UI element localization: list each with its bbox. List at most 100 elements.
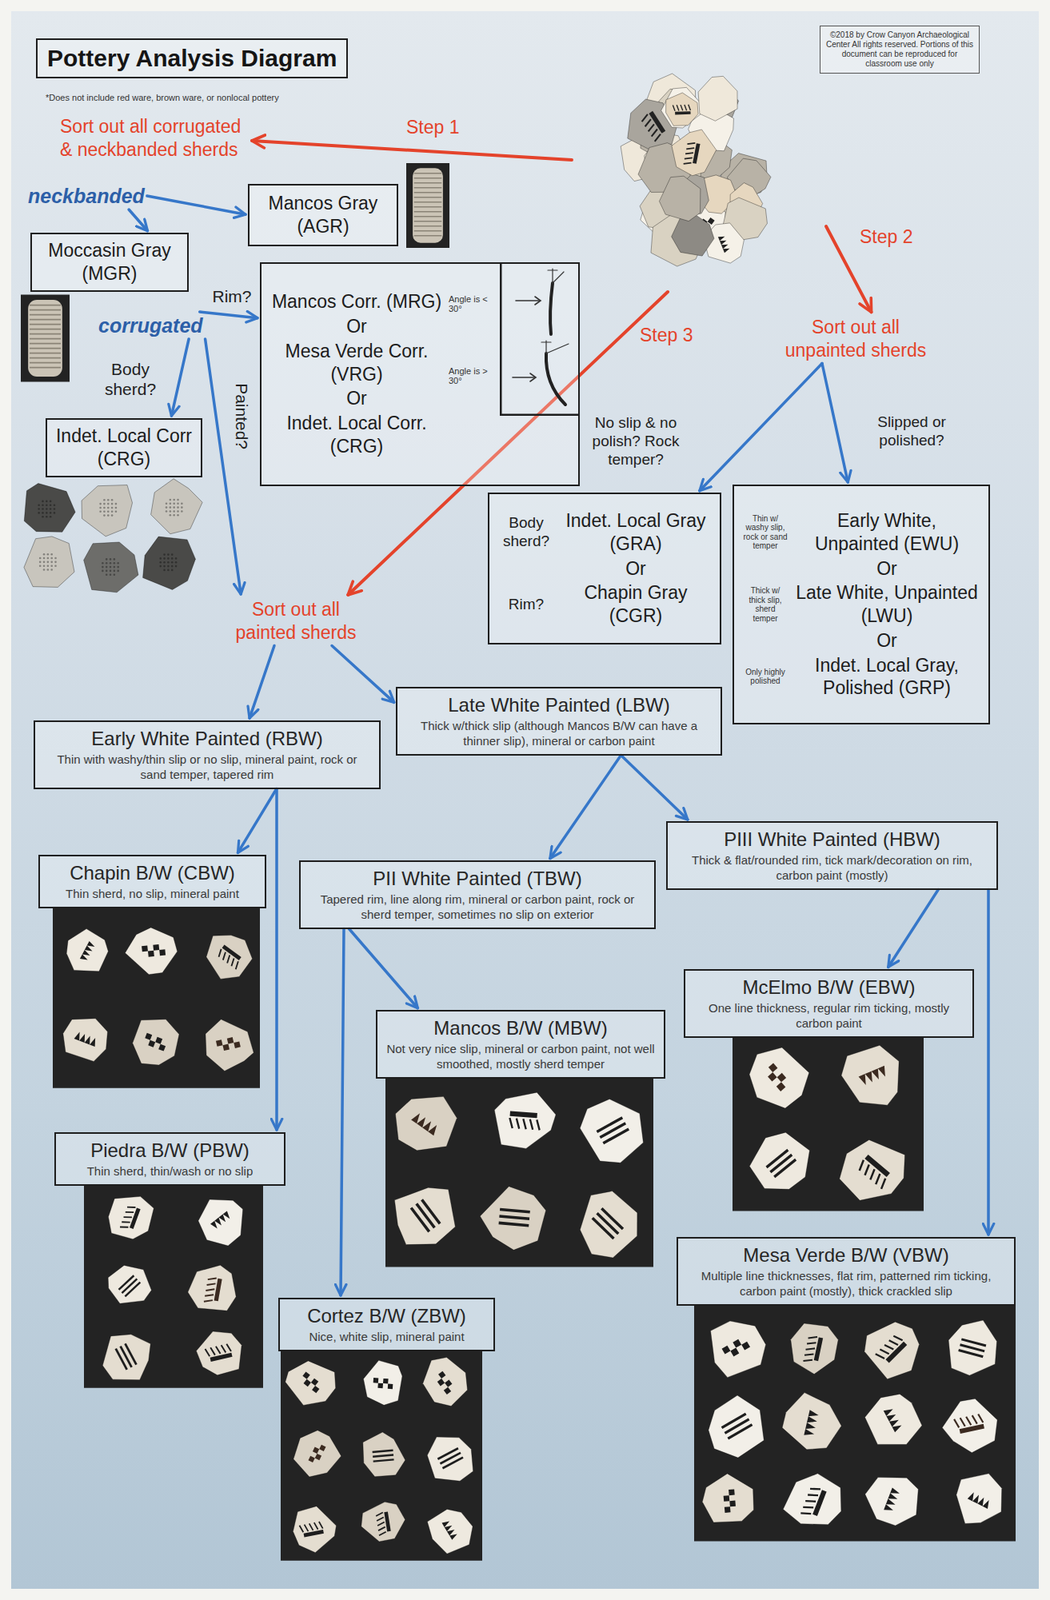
corrugation-dot — [165, 510, 168, 513]
sherd — [81, 485, 132, 537]
sherd-paint — [115, 1343, 137, 1370]
paint-check — [307, 1456, 315, 1463]
sherd-paint — [210, 1210, 232, 1230]
step-instruction: Sort out all unpainted sherds — [771, 314, 940, 364]
sketch-line — [550, 283, 553, 335]
sherd — [427, 1509, 473, 1554]
corrugation-dot — [37, 503, 40, 507]
flow-arrow — [550, 755, 622, 859]
corrugation-dot — [176, 506, 180, 509]
corrugation-dot — [53, 511, 56, 515]
sherd-photo — [385, 1078, 654, 1268]
ware-description: Nice, white slip, mineral paint — [286, 1329, 488, 1346]
sketch-line — [499, 263, 503, 416]
jar-band — [29, 362, 61, 364]
corrugation-dot — [99, 510, 102, 513]
paint-hatch — [640, 114, 663, 142]
corrugation-dot — [43, 557, 46, 560]
corrugation-dot — [37, 511, 40, 515]
ware-box: Mancos Gray (AGR) — [247, 183, 399, 247]
paint-check — [311, 1385, 320, 1394]
sherd — [479, 1186, 546, 1251]
paint-line — [372, 1450, 394, 1453]
corrugation-dot — [175, 565, 178, 568]
jar-band — [29, 323, 61, 326]
sherd — [285, 1361, 336, 1406]
sherd-paint — [437, 1448, 464, 1469]
jar-band — [414, 206, 443, 208]
sketch-line — [512, 376, 535, 379]
paint-check — [768, 1062, 779, 1073]
paint-check — [147, 1040, 156, 1048]
sherd — [710, 1321, 767, 1378]
sherd — [23, 483, 76, 533]
corrugation-dot — [169, 510, 172, 513]
paint-band — [510, 1111, 538, 1119]
jar-band — [414, 191, 443, 194]
corrugation-dot — [159, 561, 162, 564]
corrugation-dot — [169, 506, 172, 509]
paint-triangles — [411, 1111, 440, 1136]
paint-hatch — [119, 1205, 136, 1230]
sherd — [942, 1398, 998, 1454]
paint-check — [732, 1339, 742, 1349]
criteria-note: Only highly polished — [742, 667, 789, 687]
corrugation-dot — [172, 514, 176, 517]
corrugation-dot — [107, 514, 110, 517]
sherd — [363, 1360, 403, 1406]
paint-band — [814, 1337, 823, 1362]
paint-check — [373, 1377, 380, 1384]
corrugation-dot — [163, 569, 166, 572]
ware-type: Indet. Local Corr (CRG) — [53, 424, 195, 472]
paint-line — [766, 1149, 788, 1168]
paint-line — [727, 1425, 752, 1439]
corrugation-dot — [176, 510, 180, 513]
paint-line — [602, 1129, 629, 1144]
corrugation-dot — [167, 569, 170, 572]
corrugation-dot — [101, 566, 104, 569]
corrugation-dot — [49, 503, 52, 507]
sherd — [661, 87, 703, 128]
jar-band — [29, 357, 61, 360]
ware-box: Mancos B/W (MBW)Not very nice slip, mine… — [375, 1010, 666, 1079]
sherd-paint — [508, 1111, 541, 1131]
branch-label: neckbanded — [25, 182, 148, 210]
corrugation-dot — [49, 511, 52, 515]
sherd-paint — [442, 1519, 460, 1541]
sherd-paint — [883, 1406, 903, 1433]
corrugation-dot — [41, 515, 44, 519]
paint-check — [724, 1506, 731, 1514]
jar-band — [29, 319, 61, 321]
sherd — [782, 1393, 842, 1450]
corrugation-dot — [45, 507, 48, 511]
sherd — [102, 1334, 151, 1381]
paint-line — [422, 1199, 441, 1224]
corrugation-dot — [111, 514, 114, 517]
corrugation-dot — [109, 566, 112, 569]
corrugation-dot — [54, 557, 57, 560]
paint-check — [777, 1073, 787, 1083]
paint-line — [961, 1339, 987, 1346]
paint-check — [303, 1379, 312, 1387]
ware-box: PIII White Painted (HBW)Thick & flat/rou… — [666, 821, 999, 891]
corrugation-dot — [111, 507, 114, 510]
corrugation-dot — [172, 502, 176, 505]
flow-arrow — [888, 890, 939, 968]
flow-arrow — [199, 311, 258, 319]
corrugation-dot — [107, 510, 110, 513]
sherd — [23, 536, 75, 587]
corrugation-dot — [111, 510, 114, 513]
sherd — [363, 1432, 406, 1478]
paint-band — [383, 1511, 391, 1532]
ware-type: Moccasin Gray (MGR) — [38, 239, 181, 286]
paint-hatch — [203, 1277, 217, 1304]
ware-choice-box: Thin w/ washy slip, rock or sand temperE… — [732, 484, 991, 725]
paint-line — [499, 1222, 530, 1226]
photo-ground — [385, 1078, 654, 1268]
corrugation-dot — [45, 503, 48, 507]
sherd-photo — [23, 479, 203, 593]
sherd-paint — [411, 1199, 440, 1232]
corrugation-dot — [109, 558, 112, 561]
paint-check — [767, 1072, 778, 1082]
corrugation-dot — [180, 510, 184, 513]
